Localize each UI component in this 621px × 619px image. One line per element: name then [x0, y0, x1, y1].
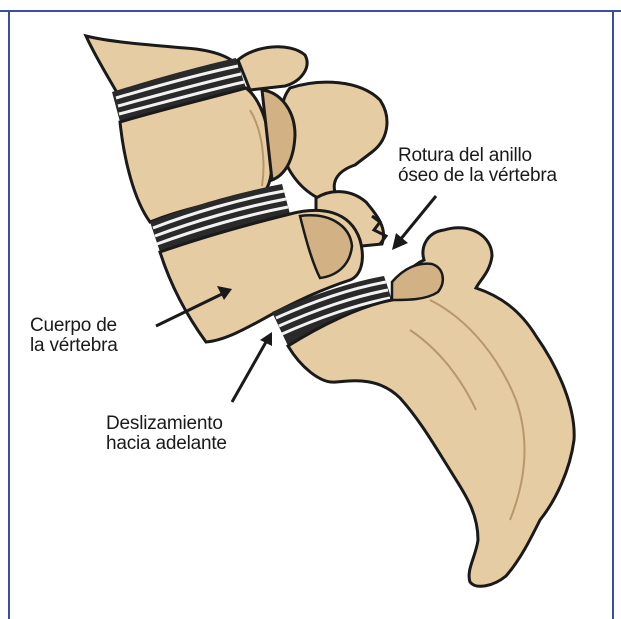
- ring-fracture-label-line1: Rotura del anillo: [398, 146, 557, 166]
- s1-facet: [392, 264, 443, 300]
- vertebral-body-label-line2: la vértebra: [30, 336, 118, 356]
- ring-fracture-label-line2: óseo de la vértebra: [398, 166, 557, 186]
- upper-facet: [238, 47, 307, 90]
- forward-slip-label-line2: hacia adelante: [106, 434, 227, 454]
- ring-fracture-label: Rotura del anillo óseo de la vértebra: [398, 146, 557, 186]
- vertebral-body-label-line1: Cuerpo de: [30, 316, 118, 336]
- forward-slip-label: Deslizamiento hacia adelante: [106, 414, 227, 454]
- forward-slip-label-line1: Deslizamiento: [106, 414, 227, 434]
- arrow-forward-slip: [232, 332, 272, 402]
- vertebral-body-label: Cuerpo de la vértebra: [30, 316, 118, 356]
- upper-spinous-process: [280, 82, 387, 200]
